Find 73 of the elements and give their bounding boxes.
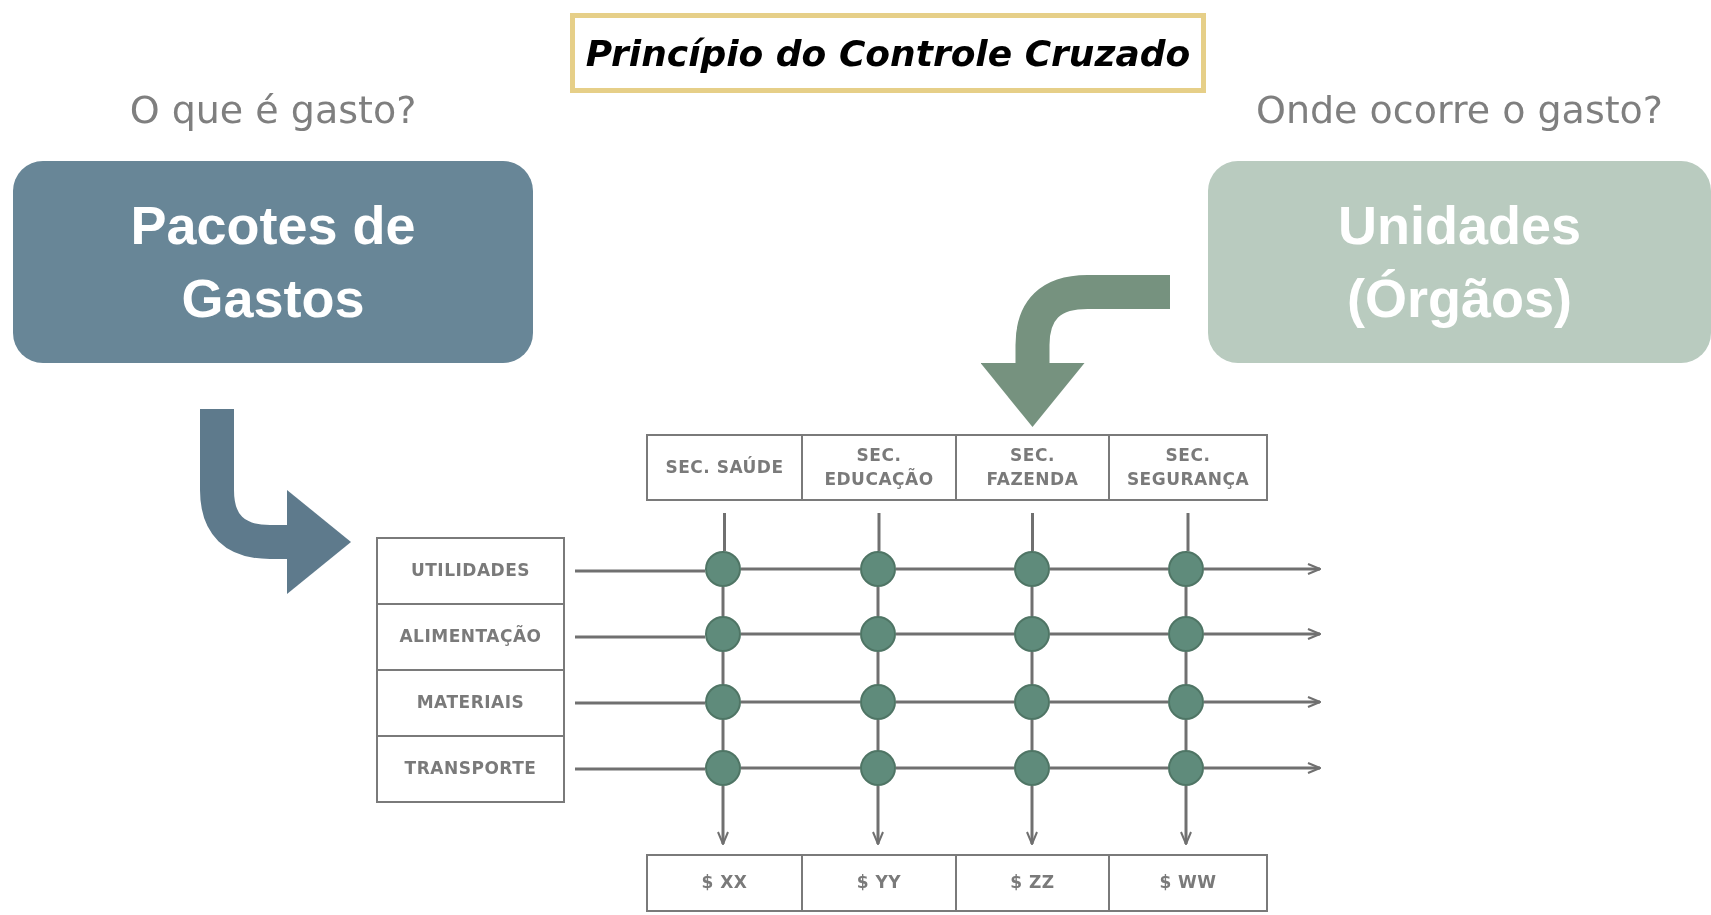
intersection-dot <box>1168 551 1204 587</box>
column-header: SEC. FAZENDA <box>955 434 1110 501</box>
intersection-dot <box>860 616 896 652</box>
intersection-dot <box>1014 684 1050 720</box>
total-cell: $ WW <box>1108 854 1268 912</box>
connector-line <box>1030 720 1034 750</box>
connector-line <box>1030 652 1034 684</box>
arrow <box>1180 786 1192 845</box>
connector-line <box>1184 652 1188 684</box>
connector-line <box>575 635 705 639</box>
row-header: MATERIAIS <box>376 669 565 737</box>
column-header: SEC. EDUCAÇÃO <box>801 434 957 501</box>
arrow <box>1204 762 1321 774</box>
connector-line <box>877 513 881 551</box>
category-box: Pacotes de Gastos <box>13 161 533 363</box>
category-box: Unidades (Órgãos) <box>1208 161 1711 363</box>
arrow <box>1204 563 1321 575</box>
connector-line <box>896 567 1014 571</box>
connector-line <box>721 652 725 684</box>
intersection-dot <box>1014 616 1050 652</box>
intersection-dot <box>705 616 741 652</box>
intersection-dot <box>1014 750 1050 786</box>
connector-line <box>876 587 880 616</box>
connector-line <box>721 587 725 616</box>
connector-line <box>721 720 725 750</box>
connector-line <box>575 701 705 705</box>
connector-line <box>1030 587 1034 616</box>
connector-line <box>741 632 860 636</box>
column-header: SEC. SAÚDE <box>646 434 803 501</box>
intersection-dot <box>1014 551 1050 587</box>
connector-line <box>1050 567 1168 571</box>
arrow <box>717 786 729 845</box>
intersection-dot <box>705 750 741 786</box>
column-header: SEC. SEGURANÇA <box>1108 434 1268 501</box>
intersection-dot <box>860 551 896 587</box>
connector-line <box>876 720 880 750</box>
intersection-dot <box>705 684 741 720</box>
connector-line <box>1050 700 1168 704</box>
intersection-dot <box>860 684 896 720</box>
arrow <box>872 786 884 845</box>
intersection-dot <box>705 551 741 587</box>
connector-line <box>896 700 1014 704</box>
connector-line <box>1184 587 1188 616</box>
connector-line <box>723 513 726 551</box>
question-text: O que é gasto? <box>128 88 418 132</box>
intersection-dot <box>860 750 896 786</box>
connector-line <box>741 766 860 770</box>
total-cell: $ YY <box>801 854 957 912</box>
connector-line <box>1050 766 1168 770</box>
connector-line <box>1031 513 1034 551</box>
connector-line <box>1186 513 1190 551</box>
arrow <box>1026 786 1038 845</box>
intersection-dot <box>1168 684 1204 720</box>
intersection-dot <box>1168 616 1204 652</box>
arrow <box>1204 696 1321 708</box>
total-cell: $ XX <box>646 854 803 912</box>
row-header: ALIMENTAÇÃO <box>376 603 565 671</box>
connector-line <box>896 766 1014 770</box>
arrow <box>1204 628 1321 640</box>
question-text: Onde ocorre o gasto? <box>1255 88 1664 132</box>
connector-line <box>1184 720 1188 750</box>
row-header: TRANSPORTE <box>376 735 565 803</box>
row-header: UTILIDADES <box>376 537 565 605</box>
connector-line <box>741 567 860 571</box>
connector-line <box>575 569 705 573</box>
connector-line <box>741 700 860 704</box>
connector-line <box>1050 632 1168 636</box>
connector-line <box>575 767 705 771</box>
title: Princípio do Controle Cruzado <box>570 13 1206 93</box>
connector-line <box>896 632 1014 636</box>
intersection-dot <box>1168 750 1204 786</box>
connector-line <box>876 652 880 684</box>
total-cell: $ ZZ <box>955 854 1110 912</box>
